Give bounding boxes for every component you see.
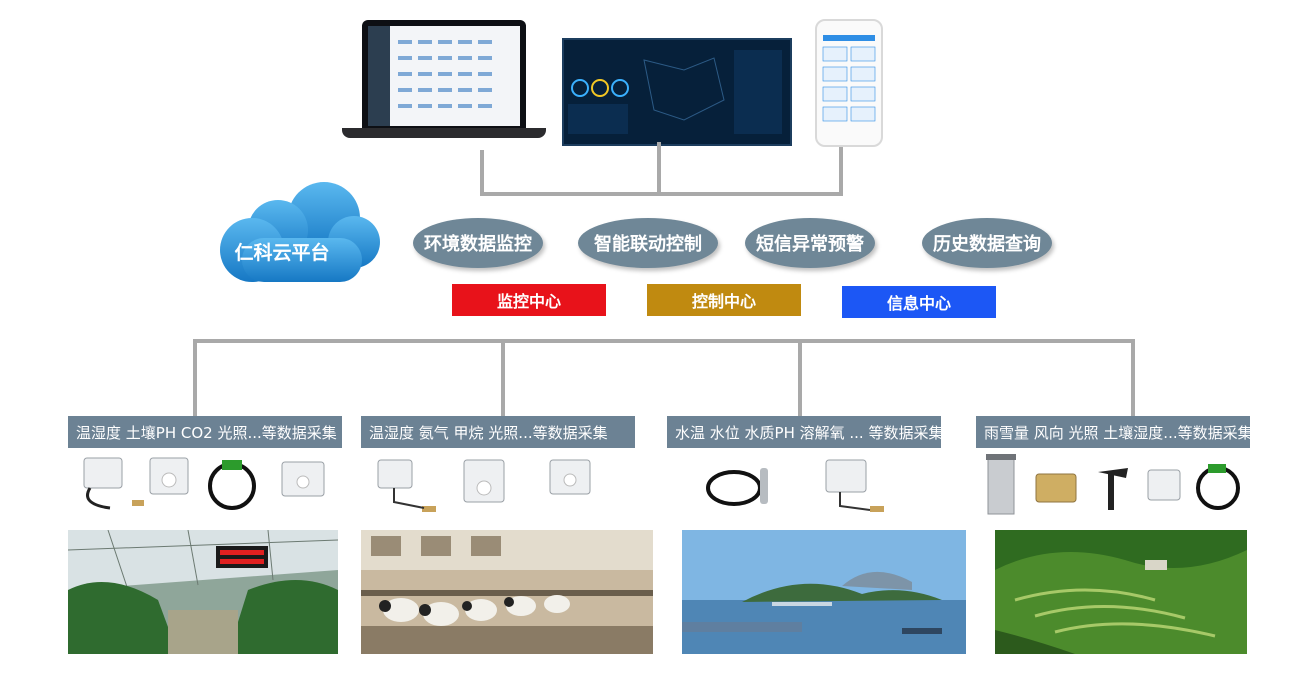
connector-phone (839, 147, 843, 195)
section-livestock-title: 温湿度 氨气 甲烷 光照...等数据采集 (361, 416, 635, 448)
livestock-sensors (377, 459, 591, 512)
control-center[interactable]: 控制中心 (647, 284, 801, 316)
soil-moisture-sensor-icon (1035, 473, 1077, 503)
temp-humidity-sensor-icon (377, 459, 436, 512)
field-sensors (986, 454, 1240, 515)
water-level-probe-icon (706, 468, 768, 506)
laptop-base (342, 128, 546, 138)
connector-section-1 (193, 339, 197, 417)
co2-probe-icon (1196, 464, 1240, 510)
connector-section-4 (1131, 339, 1135, 417)
methane-sensor-icon (549, 459, 591, 495)
livestock-photo (361, 530, 653, 654)
section-aquaculture-title: 水温 水位 水质PH 溶解氧 ... 等数据采集 (667, 416, 941, 448)
connector-section-3 (798, 339, 802, 417)
section-greenhouse-title: 温湿度 土壤PH CO2 光照...等数据采集 (68, 416, 342, 448)
soil-ph-sensor-icon (149, 457, 189, 495)
light-sensor-icon (281, 461, 325, 497)
function-sms-alert[interactable]: 短信异常预警 (745, 218, 875, 268)
function-history-query[interactable]: 历史数据查询 (922, 218, 1052, 268)
info-center[interactable]: 信息中心 (842, 286, 996, 318)
section-field-title: 雨雪量 风向 光照 土壤湿度...等数据采集 (976, 416, 1250, 448)
laptop-screen-content (368, 26, 520, 126)
co2-probe-icon (208, 460, 256, 510)
rain-gauge-icon (986, 454, 1016, 515)
aquaculture-sensors (706, 459, 884, 512)
function-smart-linkage-control[interactable]: 智能联动控制 (578, 218, 718, 268)
mobile-phone (815, 19, 883, 147)
greenhouse-photo (68, 530, 338, 654)
ammonia-sensor-icon (463, 459, 505, 503)
lake-photo (682, 530, 966, 654)
terrace-field-photo (995, 530, 1247, 654)
wind-direction-icon (1098, 468, 1128, 510)
monitor-center[interactable]: 监控中心 (452, 284, 606, 316)
connector-monitor (657, 142, 661, 195)
connector-bottom-bar (193, 339, 1135, 343)
temp-humidity-sensor-icon (83, 457, 144, 510)
water-temp-sensor-icon (825, 459, 884, 512)
cloud-icon (220, 182, 380, 282)
connector-section-2 (501, 339, 505, 417)
connector-top-bar (480, 192, 843, 196)
function-environment-monitoring[interactable]: 环境数据监控 (413, 218, 543, 268)
platform-name: 仁科云平台 (234, 242, 330, 264)
connector-laptop (480, 150, 484, 195)
greenhouse-sensors (83, 457, 325, 510)
light-sensor-icon (1147, 469, 1181, 501)
dashboard-monitor (562, 38, 792, 146)
